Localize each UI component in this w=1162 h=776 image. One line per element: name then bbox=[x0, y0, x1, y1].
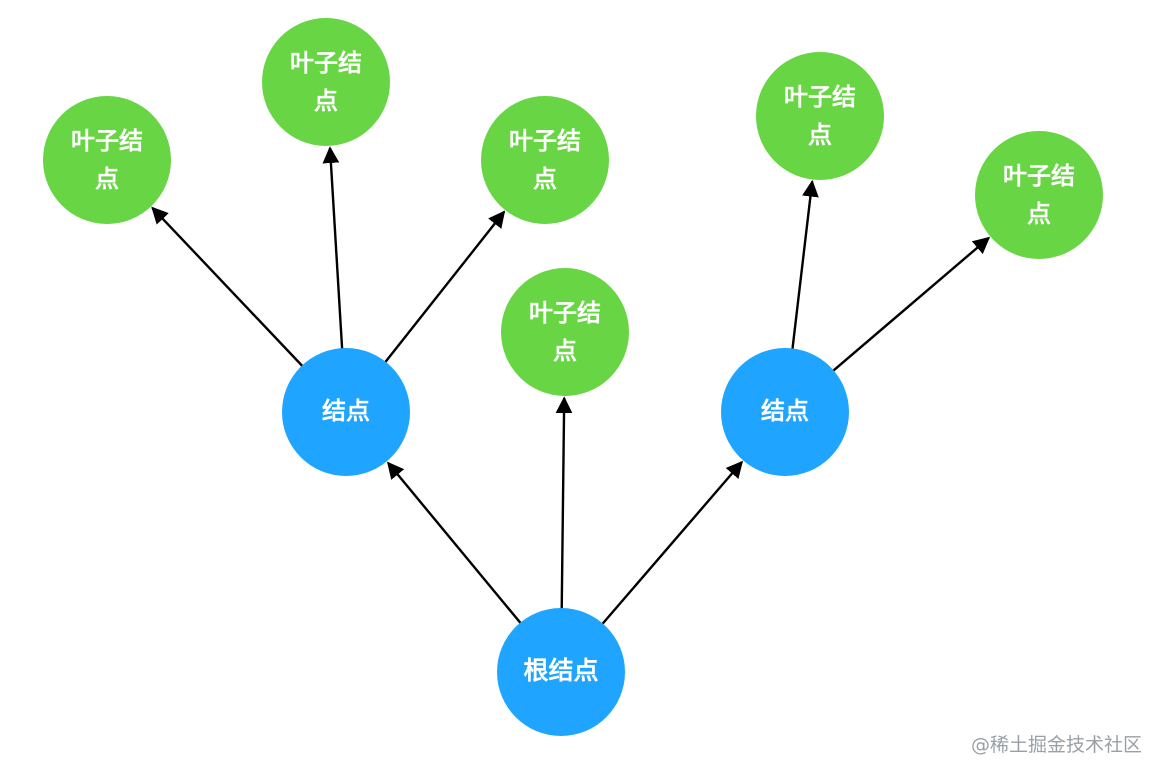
root-node-circle bbox=[497, 608, 625, 736]
edge-root-to-leaf_4 bbox=[555, 396, 573, 611]
edges-layer bbox=[151, 146, 991, 626]
edge-root-to-branch_right bbox=[600, 460, 743, 626]
branch-node-left: 结点 bbox=[282, 348, 410, 476]
leaf-node-2-label-line1: 叶子结 bbox=[290, 49, 362, 77]
leaf-node-3: 叶子结 点 bbox=[481, 96, 609, 224]
leaf-node-6-label-line2: 点 bbox=[1027, 200, 1051, 228]
leaf-node-3-label-line2: 点 bbox=[533, 165, 557, 193]
nodes-layer: 根结点 结点 结点 叶子结 点 叶子结 点 叶子结 点 bbox=[43, 18, 1103, 736]
leaf-node-1-label-line1: 叶子结 bbox=[71, 127, 143, 155]
leaf-node-5-label-line1: 叶子结 bbox=[784, 83, 856, 111]
leaf-node-4-circle bbox=[501, 268, 629, 396]
leaf-node-5-circle bbox=[756, 52, 884, 180]
leaf-node-6: 叶子结 点 bbox=[975, 131, 1103, 259]
leaf-node-2-circle bbox=[262, 18, 390, 146]
root-node-label: 根结点 bbox=[523, 656, 598, 685]
leaf-node-6-circle bbox=[975, 131, 1103, 259]
edge-branch_right-to-leaf_5 bbox=[791, 179, 819, 351]
edge-branch_right-to-leaf_6 bbox=[831, 236, 991, 373]
leaf-node-4: 叶子结 点 bbox=[501, 268, 629, 396]
edge-branch_left-to-leaf_2 bbox=[322, 146, 344, 351]
watermark-text: @稀土掘金技术社区 bbox=[970, 734, 1142, 756]
branch-node-right: 结点 bbox=[721, 348, 849, 476]
edge-root-to-branch_left bbox=[387, 461, 523, 625]
leaf-node-3-label-line1: 叶子结 bbox=[509, 127, 581, 155]
branch-node-left-circle bbox=[282, 348, 410, 476]
leaf-node-6-label-line1: 叶子结 bbox=[1003, 162, 1075, 190]
leaf-node-1: 叶子结 点 bbox=[43, 96, 171, 224]
edge-branch_left-to-leaf_1 bbox=[151, 206, 305, 368]
leaf-node-1-circle bbox=[43, 96, 171, 224]
branch-node-right-circle bbox=[721, 348, 849, 476]
leaf-node-4-label-line1: 叶子结 bbox=[529, 299, 601, 327]
branch-node-right-label: 结点 bbox=[761, 397, 809, 425]
root-node: 根结点 bbox=[497, 608, 625, 736]
leaf-node-3-circle bbox=[481, 96, 609, 224]
leaf-node-5: 叶子结 点 bbox=[756, 52, 884, 180]
leaf-node-4-label-line2: 点 bbox=[553, 337, 577, 365]
edge-branch_left-to-leaf_3 bbox=[383, 210, 506, 365]
leaf-node-2-label-line2: 点 bbox=[314, 87, 338, 115]
leaf-node-1-label-line2: 点 bbox=[95, 165, 119, 193]
branch-node-left-label: 结点 bbox=[322, 397, 370, 425]
leaf-node-2: 叶子结 点 bbox=[262, 18, 390, 146]
leaf-node-5-label-line2: 点 bbox=[808, 121, 832, 149]
